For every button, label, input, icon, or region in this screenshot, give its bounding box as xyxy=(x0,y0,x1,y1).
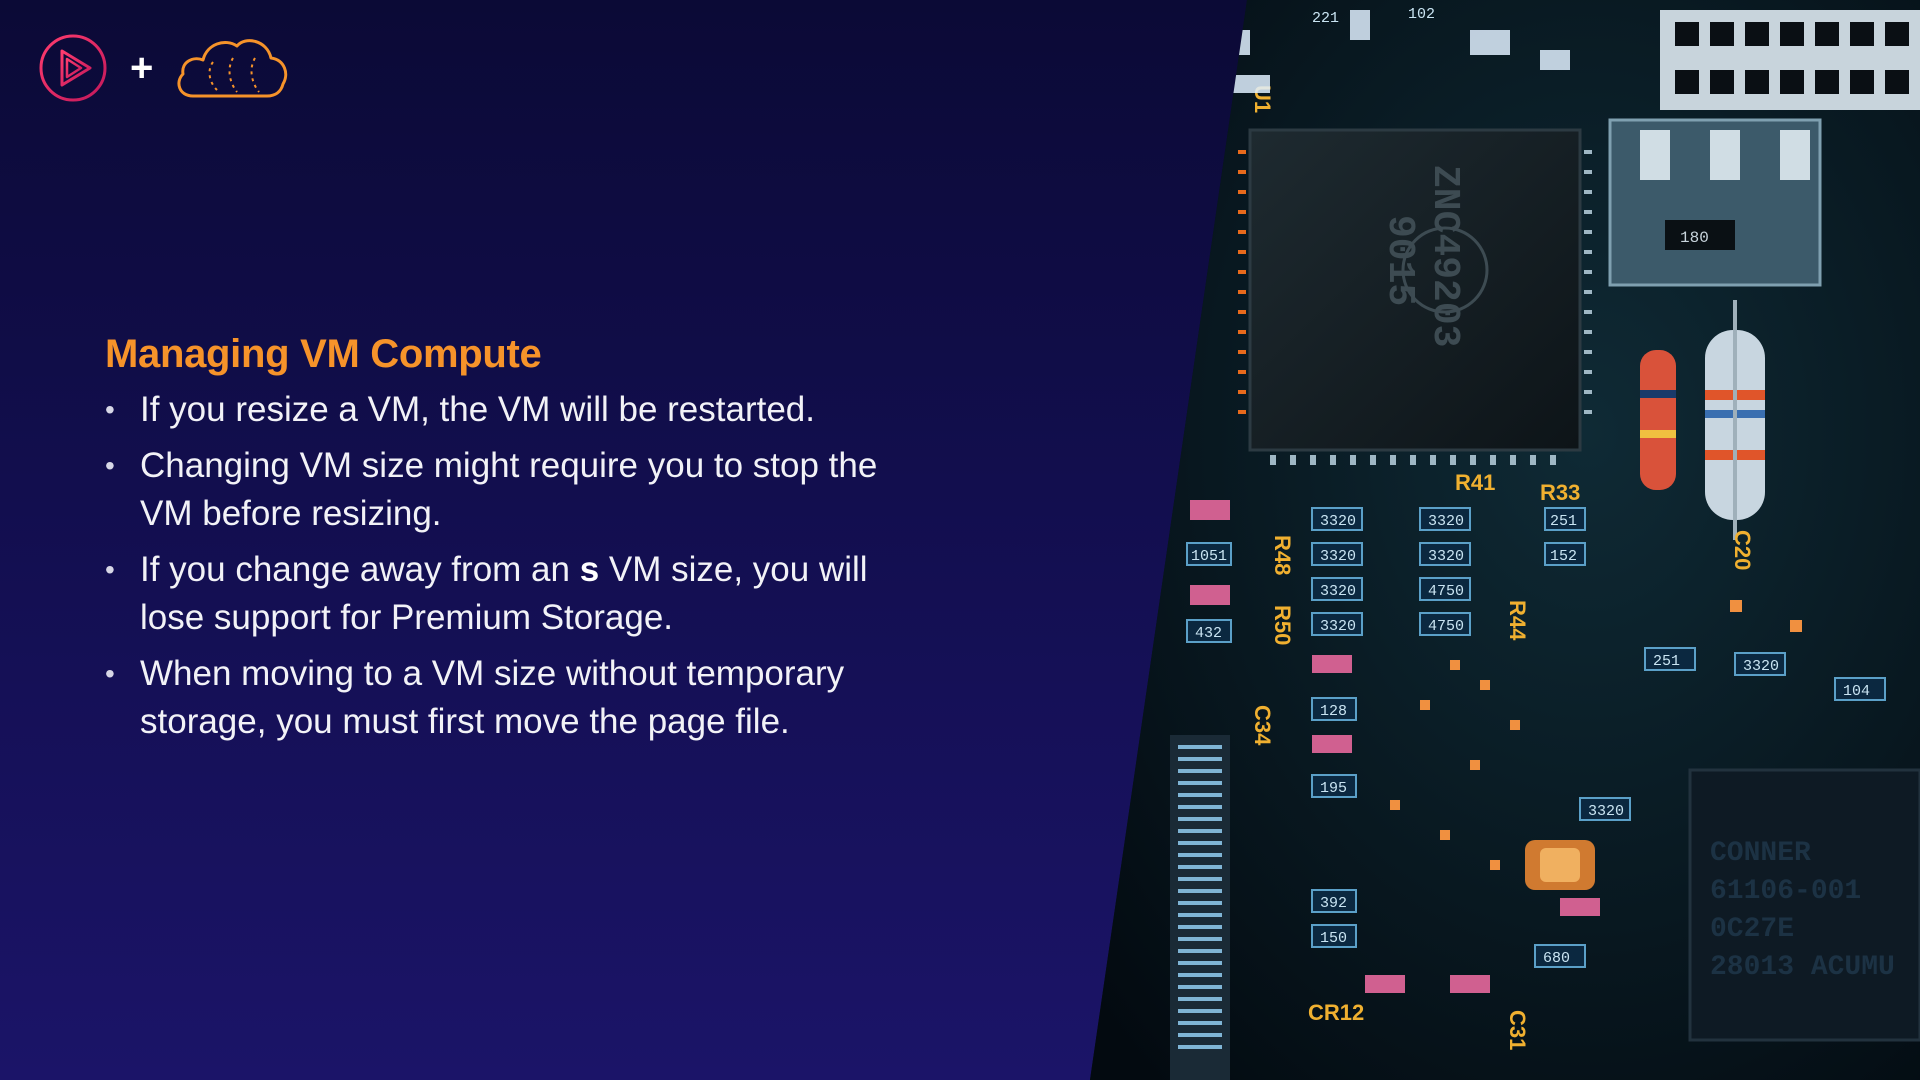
label-r44: R44 xyxy=(1505,600,1530,641)
play-logo-icon xyxy=(39,34,107,102)
label-221: 221 xyxy=(1312,10,1339,27)
chip-sublabel: 9015 xyxy=(1378,215,1421,306)
svg-text:104: 104 xyxy=(1843,683,1870,700)
slide-title: Managing VM Compute xyxy=(105,332,542,376)
svg-text:128: 128 xyxy=(1320,703,1347,720)
bullet-text: When moving to a VM size without tempora… xyxy=(140,654,845,741)
chip-label: ZNC49203 xyxy=(1423,165,1466,347)
circuit-board-image: ZNC49203 9015 180 xyxy=(1090,0,1920,1080)
bullet-list: If you resize a VM, the VM will be resta… xyxy=(105,386,905,746)
label-r33: R33 xyxy=(1540,480,1580,505)
bottom-chip-line2: 61106-001 xyxy=(1710,876,1861,907)
slide-content: Managing VM Compute If you resize a VM, … xyxy=(105,330,905,754)
bullet-item: If you change away from an s VM size, yo… xyxy=(105,546,905,642)
plus-symbol: + xyxy=(130,46,154,90)
capacitor xyxy=(1525,840,1595,890)
label-r50: R50 xyxy=(1270,605,1295,645)
svg-text:152: 152 xyxy=(1550,548,1577,565)
bullet-bold-text: s xyxy=(579,550,600,589)
svg-text:392: 392 xyxy=(1320,895,1347,912)
label-r41: R41 xyxy=(1455,470,1495,495)
bullet-text-before: If you change away from an xyxy=(140,550,580,589)
label-102: 102 xyxy=(1408,6,1435,23)
svg-text:432: 432 xyxy=(1195,625,1222,642)
logo-row: + xyxy=(38,32,291,104)
cloud-logo-icon xyxy=(177,39,288,98)
edge-connector xyxy=(1170,735,1230,1080)
sub-module: 180 xyxy=(1608,118,1822,287)
pin-header xyxy=(1660,10,1920,110)
bullet-item: If you resize a VM, the VM will be resta… xyxy=(105,386,905,434)
svg-text:3320: 3320 xyxy=(1428,548,1464,565)
label-r48: R48 xyxy=(1270,535,1295,575)
svg-text:3320: 3320 xyxy=(1320,618,1356,635)
svg-text:1051: 1051 xyxy=(1191,548,1227,565)
svg-text:3320: 3320 xyxy=(1320,583,1356,600)
bullet-text: Changing VM size might require you to st… xyxy=(140,446,878,533)
resistor-small xyxy=(1640,350,1676,490)
bottom-chip: CONNER 61106-001 0C27E 28013 ACUMU xyxy=(1688,768,1920,1042)
svg-text:3320: 3320 xyxy=(1588,803,1624,820)
main-chip: ZNC49203 9015 xyxy=(1238,128,1592,465)
resistor-large xyxy=(1705,300,1765,540)
svg-text:3320: 3320 xyxy=(1428,513,1464,530)
svg-text:180: 180 xyxy=(1680,229,1709,247)
label-c34: C34 xyxy=(1250,705,1275,746)
svg-text:3320: 3320 xyxy=(1320,513,1356,530)
bottom-chip-line3: 0C27E xyxy=(1710,914,1794,945)
label-c20: C20 xyxy=(1730,530,1755,570)
label-cr12: CR12 xyxy=(1308,1000,1364,1025)
svg-text:4750: 4750 xyxy=(1428,583,1464,600)
svg-text:4750: 4750 xyxy=(1428,618,1464,635)
svg-text:3320: 3320 xyxy=(1320,548,1356,565)
svg-text:150: 150 xyxy=(1320,930,1347,947)
svg-text:251: 251 xyxy=(1550,513,1577,530)
bullet-text-after: VM size, you will lose support for Premi… xyxy=(140,550,868,637)
bullet-text: If you resize a VM, the VM will be resta… xyxy=(140,390,815,429)
svg-text:251: 251 xyxy=(1653,653,1680,670)
svg-text:195: 195 xyxy=(1320,780,1347,797)
svg-text:3320: 3320 xyxy=(1743,658,1779,675)
smd-components: 3320 3320 3320 3320 3320 3320 4750 4750 251 152… xyxy=(1186,500,1886,993)
bottom-chip-line4: 28013 ACUMU xyxy=(1710,952,1895,983)
label-c31: C31 xyxy=(1505,1010,1530,1050)
circuit-board-svg: ZNC49203 9015 180 xyxy=(1090,0,1920,1080)
bottom-chip-line1: CONNER xyxy=(1710,838,1811,869)
svg-text:680: 680 xyxy=(1543,950,1570,967)
bullet-item: When moving to a VM size without tempora… xyxy=(105,650,905,746)
bullet-item: Changing VM size might require you to st… xyxy=(105,442,905,538)
